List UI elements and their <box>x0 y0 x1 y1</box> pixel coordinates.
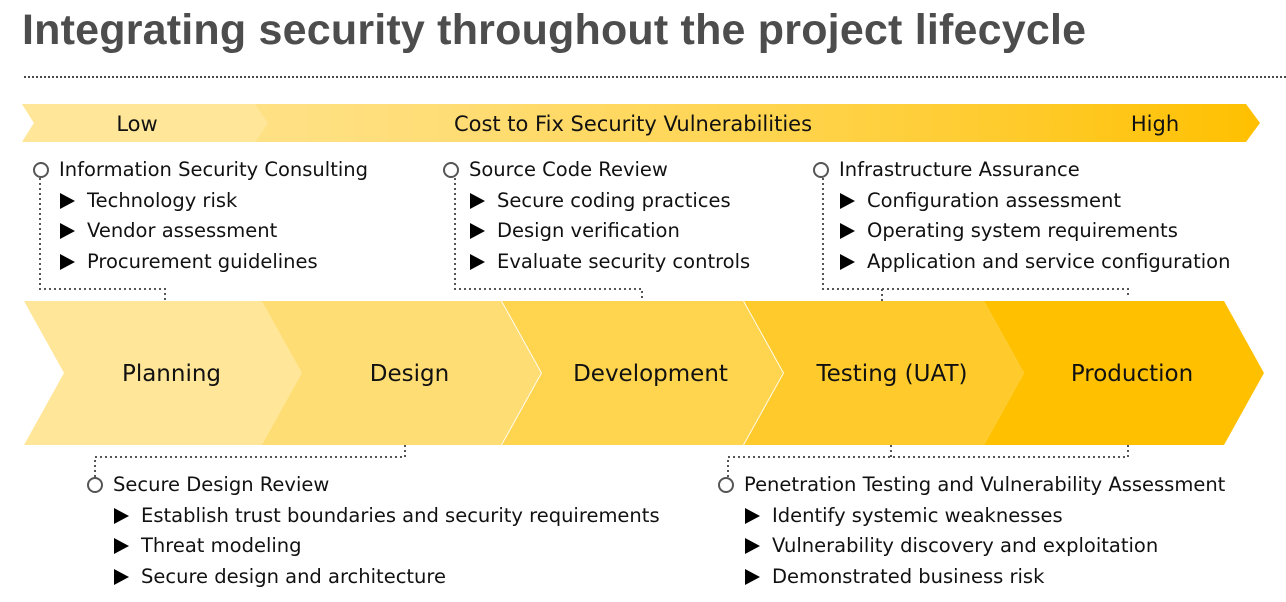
triangle-bullet-icon <box>114 507 129 524</box>
triangle-bullet-icon <box>114 538 129 555</box>
stage-label: Testing (UAT) <box>816 361 968 387</box>
triangle-bullet-icon <box>60 253 75 270</box>
cost-arrow: Low Cost to Fix Security Vulnerabilities… <box>22 104 1260 142</box>
stage-chevron-2 <box>502 301 783 445</box>
activity-title: Information Security Consulting <box>59 158 368 181</box>
triangle-bullet-icon <box>470 192 485 209</box>
activity-title: Infrastructure Assurance <box>839 158 1080 181</box>
stage-chevron-0 <box>24 301 303 445</box>
triangle-bullet-icon <box>840 253 855 270</box>
bullet-circle-icon <box>33 162 49 179</box>
stage-label: Development <box>573 361 728 387</box>
list-item: Vulnerability discovery and exploitation <box>718 531 1225 562</box>
triangle-bullet-icon <box>470 223 485 240</box>
activity-consulting: Information Security Consulting Technolo… <box>33 155 368 277</box>
page-title: Integrating security throughout the proj… <box>22 6 1087 54</box>
connector-pentest <box>727 445 1129 478</box>
list-item: Threat modeling <box>87 531 660 562</box>
connector-design-review <box>94 445 406 478</box>
stage-chevron-4 <box>984 301 1264 445</box>
cost-center-label: Cost to Fix Security Vulnerabilities <box>454 112 812 136</box>
triangle-bullet-icon <box>60 192 75 209</box>
triangle-bullet-icon <box>745 568 760 585</box>
activity-title: Secure Design Review <box>113 473 330 496</box>
cost-low-label: Low <box>116 112 157 136</box>
activity-title: Penetration Testing and Vulnerability As… <box>744 473 1226 496</box>
bullet-circle-icon <box>87 477 103 494</box>
list-item: Configuration assessment <box>813 186 1230 217</box>
bullet-circle-icon <box>813 162 829 179</box>
list-item: Technology risk <box>33 186 368 217</box>
stage-chevrons: Planning Design Development Testing (UAT) Pr… <box>24 301 1264 445</box>
activity-title: Source Code Review <box>469 158 668 181</box>
cost-arrow-segment-low <box>22 104 268 142</box>
stage-label: Planning <box>122 361 221 387</box>
list-item: Demonstrated business risk <box>718 562 1225 593</box>
list-item: Secure design and architecture <box>87 562 660 593</box>
list-item: Evaluate security controls <box>443 247 750 278</box>
list-item: Secure coding practices <box>443 186 750 217</box>
list-item: Procurement guidelines <box>33 247 368 278</box>
stage-label: Design <box>370 361 449 387</box>
list-item: Identify systemic weaknesses <box>718 501 1225 532</box>
stage-label: Production <box>1071 361 1193 387</box>
stage-chevron-3 <box>744 301 1024 445</box>
stage-chevron-1 <box>262 301 541 445</box>
bullet-circle-icon <box>443 162 459 179</box>
list-item: Application and service configuration <box>813 247 1230 278</box>
triangle-bullet-icon <box>60 223 75 240</box>
list-item: Operating system requirements <box>813 216 1230 247</box>
cost-arrow-band <box>22 104 1260 142</box>
connector-infrastructure <box>822 178 1129 297</box>
connector-consulting <box>39 178 166 301</box>
triangle-bullet-icon <box>745 538 760 555</box>
triangle-bullet-icon <box>840 192 855 209</box>
activity-pentest: Penetration Testing and Vulnerability As… <box>718 470 1225 592</box>
activity-infrastructure: Infrastructure Assurance Configuration a… <box>813 155 1230 277</box>
list-item: Establish trust boundaries and security … <box>87 501 660 532</box>
list-item: Vendor assessment <box>33 216 368 247</box>
triangle-bullet-icon <box>840 223 855 240</box>
cost-high-label: High <box>1131 112 1179 136</box>
triangle-bullet-icon <box>745 507 760 524</box>
activity-design-review: Secure Design Review Establish trust bou… <box>87 470 660 592</box>
list-item: Design verification <box>443 216 750 247</box>
bullet-circle-icon <box>718 477 734 494</box>
connectors <box>39 178 1129 478</box>
title-divider <box>24 76 1286 78</box>
activity-code-review: Source Code Review Secure coding practic… <box>443 155 750 277</box>
triangle-bullet-icon <box>114 568 129 585</box>
connector-code-review <box>454 178 643 301</box>
triangle-bullet-icon <box>470 253 485 270</box>
